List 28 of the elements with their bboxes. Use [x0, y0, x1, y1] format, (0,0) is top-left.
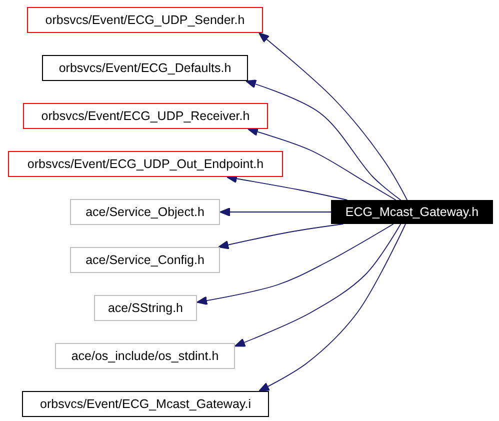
dependency-arrow — [247, 127, 396, 200]
dependency-arrow — [218, 224, 344, 250]
dependency-arrow — [245, 80, 402, 200]
file-node — [23, 103, 268, 129]
file-name: ace/SString.h — [108, 302, 184, 314]
file-name: orbsvcs/Event/ECG_Mcast_Gateway.i — [40, 398, 251, 410]
file-node — [70, 199, 220, 225]
focus-file-node — [331, 200, 493, 224]
file-node — [8, 151, 283, 177]
file-node — [27, 7, 263, 33]
file-name: orbsvcs/Event/ECG_UDP_Receiver.h — [41, 110, 250, 122]
file-name: ace/os_include/os_stdint.h — [71, 350, 219, 362]
file-name: ace/Service_Object.h — [86, 206, 204, 218]
file-name: orbsvcs/Event/ECG_UDP_Sender.h — [45, 14, 245, 26]
file-node — [42, 55, 248, 81]
file-node — [70, 247, 220, 273]
file-node — [55, 343, 235, 369]
dependency-arrow — [220, 208, 332, 216]
dependency-arrow — [196, 224, 394, 306]
dependency-arrow — [258, 224, 406, 392]
file-node — [94, 295, 197, 321]
file-name: orbsvcs/Event/ECG_UDP_Out_Endpoint.h — [27, 158, 264, 170]
file-name: ECG_Mcast_Gateway.h — [345, 206, 479, 218]
file-node — [22, 391, 269, 417]
file-name: ace/Service_Config.h — [86, 254, 204, 266]
dependency-arrow — [234, 224, 402, 347]
dependency-arrow — [258, 32, 408, 200]
file-name: orbsvcs/Event/ECG_Defaults.h — [58, 62, 232, 74]
